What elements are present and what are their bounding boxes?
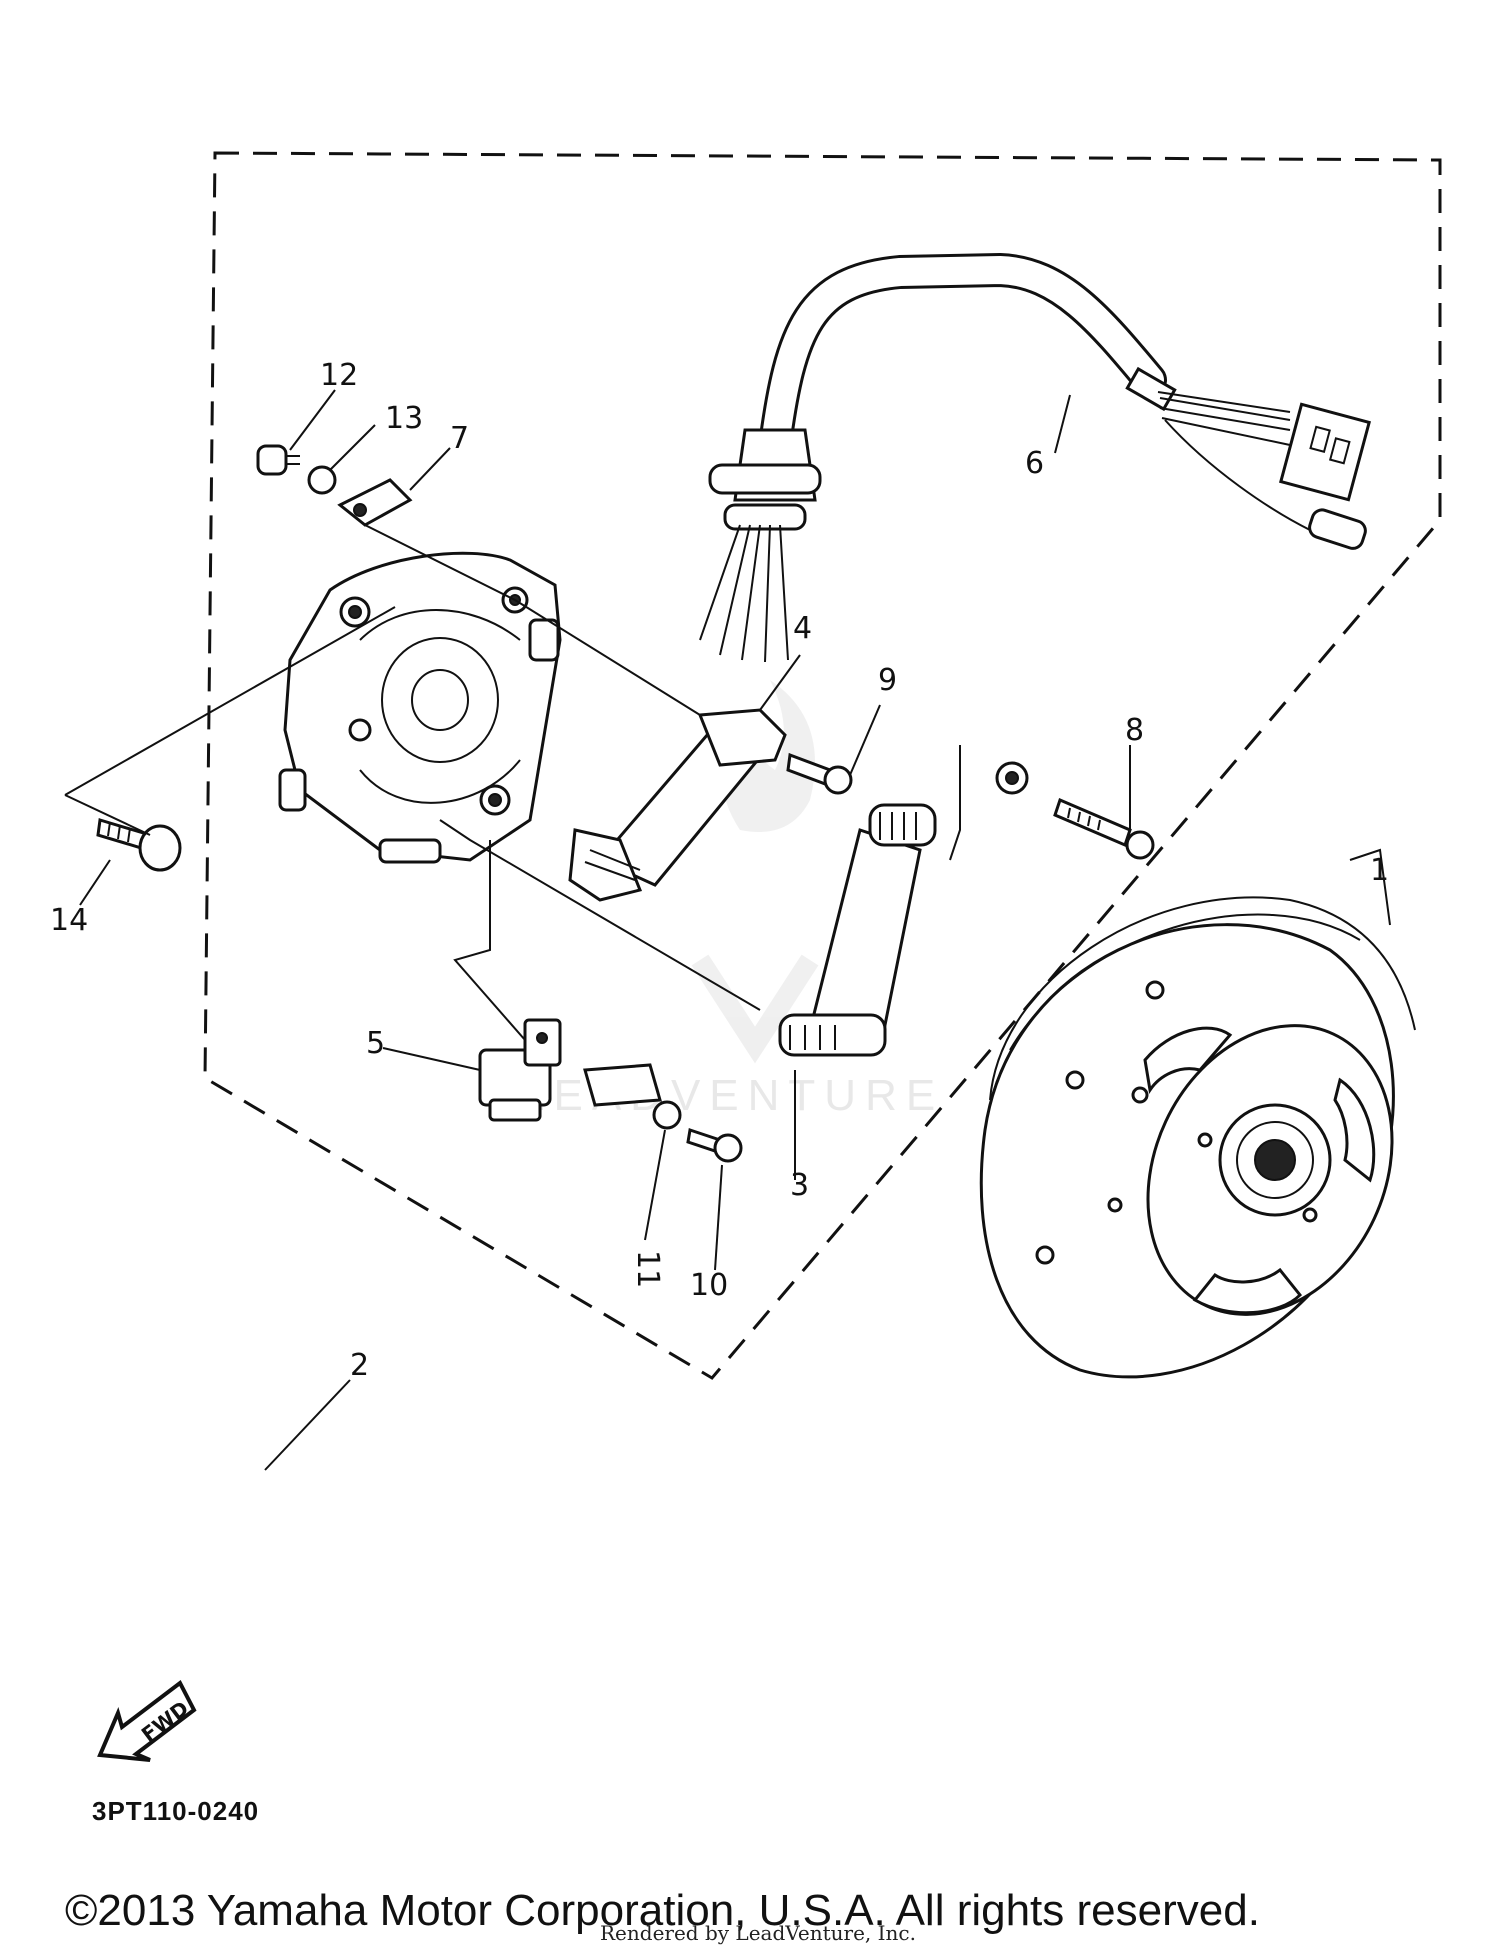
callout-labels: 1 2 3 4 5 6 7 8 9 10 11 12 13 14 [50,358,1389,1383]
washer-13 [307,465,337,495]
fwd-arrow-icon: FWD [97,1679,197,1762]
wire-harness [699,252,1371,663]
callout-5: 5 [366,1026,385,1061]
callout-3: 3 [790,1168,809,1203]
flywheel-rotor [979,896,1416,1379]
callout-9: 9 [878,663,897,698]
leader-lines [64,389,1391,1471]
assembly-boundary [203,151,1442,1380]
lighting-coil [778,803,937,1057]
callout-14: 14 [50,903,88,938]
watermark-text: LEADVENTURE [520,1071,944,1120]
screw-12 [256,444,300,476]
copyright-notice: ©2013 Yamaha Motor Corporation, U.S.A. A… [65,1886,1260,1935]
stator-base-plate [278,551,562,864]
callout-11: 11 [630,1250,665,1288]
clamp-8a [995,761,1029,795]
pulser-bracket [583,1063,662,1107]
screw-14 [96,818,182,872]
callout-6: 6 [1025,446,1044,481]
screw-9 [786,752,853,795]
screw-8 [1053,797,1155,860]
pulser-coil [478,1018,562,1122]
callout-10: 10 [690,1268,728,1303]
callout-8: 8 [1125,713,1144,748]
callout-13: 13 [385,401,423,436]
callout-12: 12 [320,358,358,393]
callout-1: 1 [1370,853,1389,888]
callout-2: 2 [350,1348,369,1383]
screw-10 [686,1128,743,1163]
callout-4: 4 [793,611,812,646]
rendered-by-credit: Rendered by LeadVenture, Inc. [600,1921,916,1945]
diagram-code: 3PT110-0240 [92,1796,259,1826]
washer-11 [652,1100,682,1130]
callout-7: 7 [450,421,469,456]
clamp-7 [337,478,413,527]
source-coil [568,708,787,902]
